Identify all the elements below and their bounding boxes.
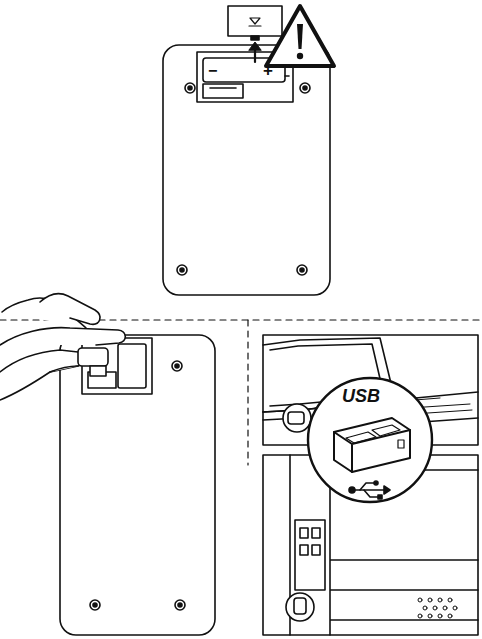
hand <box>0 294 125 400</box>
battery-lid <box>228 6 282 36</box>
screw <box>177 83 310 275</box>
warning-triangle <box>266 6 334 66</box>
usb-symbol <box>349 481 390 499</box>
receiver-slot <box>203 84 243 98</box>
battery-minus: − <box>208 63 217 79</box>
device-back <box>163 45 330 295</box>
receiver-inset <box>283 404 311 432</box>
screw <box>90 361 185 610</box>
battery-plus: + <box>263 62 273 79</box>
usb-label: USB <box>342 387 380 405</box>
battery-compartment <box>82 338 152 394</box>
receiver-zoom <box>308 378 432 502</box>
separator <box>247 320 248 465</box>
device-back <box>60 335 215 635</box>
receiver-inset <box>286 593 314 621</box>
usb-receiver <box>78 348 108 366</box>
battery <box>203 58 285 82</box>
usb-receiver <box>334 418 410 472</box>
